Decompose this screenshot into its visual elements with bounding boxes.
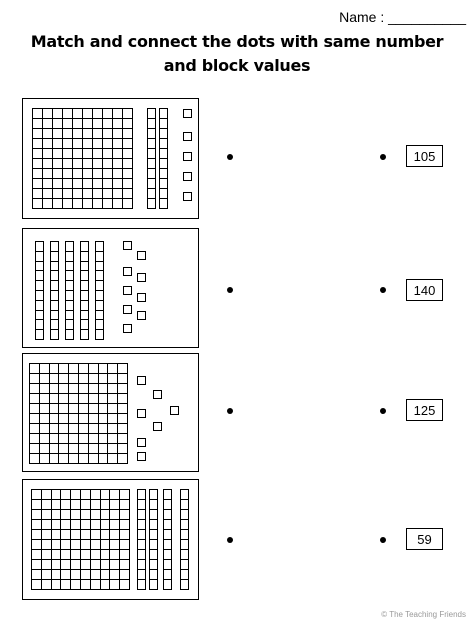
hundred-block [32, 108, 133, 209]
left-dot-4[interactable] [227, 537, 233, 543]
unit-cube [170, 406, 179, 415]
unit-cube [137, 273, 146, 282]
unit-cube [183, 172, 192, 181]
block-card-1 [22, 98, 199, 219]
block-card-3 [22, 353, 199, 472]
block-card-4 [22, 479, 199, 600]
unit-cube [137, 376, 146, 385]
unit-cube [123, 286, 132, 295]
left-dot-3[interactable] [227, 408, 233, 414]
hundred-block [31, 489, 130, 590]
left-dot-2[interactable] [227, 287, 233, 293]
number-box-4: 59 [406, 528, 443, 550]
unit-cube [123, 324, 132, 333]
unit-cube [137, 293, 146, 302]
right-dot-2[interactable] [380, 287, 386, 293]
unit-cube [123, 305, 132, 314]
ten-rod [180, 489, 189, 590]
unit-cube [137, 438, 146, 447]
ten-rod [163, 489, 172, 590]
unit-cube [183, 152, 192, 161]
ten-rod [80, 241, 89, 340]
right-dot-1[interactable] [380, 154, 386, 160]
right-dot-3[interactable] [380, 408, 386, 414]
unit-cube [123, 241, 132, 250]
unit-cube [153, 422, 162, 431]
ten-rod [65, 241, 74, 340]
unit-cube [183, 192, 192, 201]
block-card-2 [22, 228, 199, 348]
ten-rod [159, 108, 168, 209]
number-box-3: 125 [406, 399, 443, 421]
ten-rod [35, 241, 44, 340]
ten-rod [149, 489, 158, 590]
unit-cube [137, 311, 146, 320]
unit-cube [183, 109, 192, 118]
name-field[interactable]: Name : __________ [339, 9, 466, 25]
page-title: Match and connect the dots with same num… [30, 32, 444, 51]
number-box-2: 140 [406, 279, 443, 301]
unit-cube [153, 390, 162, 399]
unit-cube [137, 452, 146, 461]
unit-cube [183, 132, 192, 141]
hundred-block [29, 363, 128, 464]
unit-cube [123, 267, 132, 276]
left-dot-1[interactable] [227, 154, 233, 160]
unit-cube [137, 409, 146, 418]
unit-cube [137, 251, 146, 260]
number-box-1: 105 [406, 145, 443, 167]
page-subtitle: and block values [163, 56, 311, 75]
right-dot-4[interactable] [380, 537, 386, 543]
ten-rod [137, 489, 146, 590]
copyright: © The Teaching Friends [381, 610, 466, 619]
ten-rod [95, 241, 104, 340]
ten-rod [147, 108, 156, 209]
ten-rod [50, 241, 59, 340]
